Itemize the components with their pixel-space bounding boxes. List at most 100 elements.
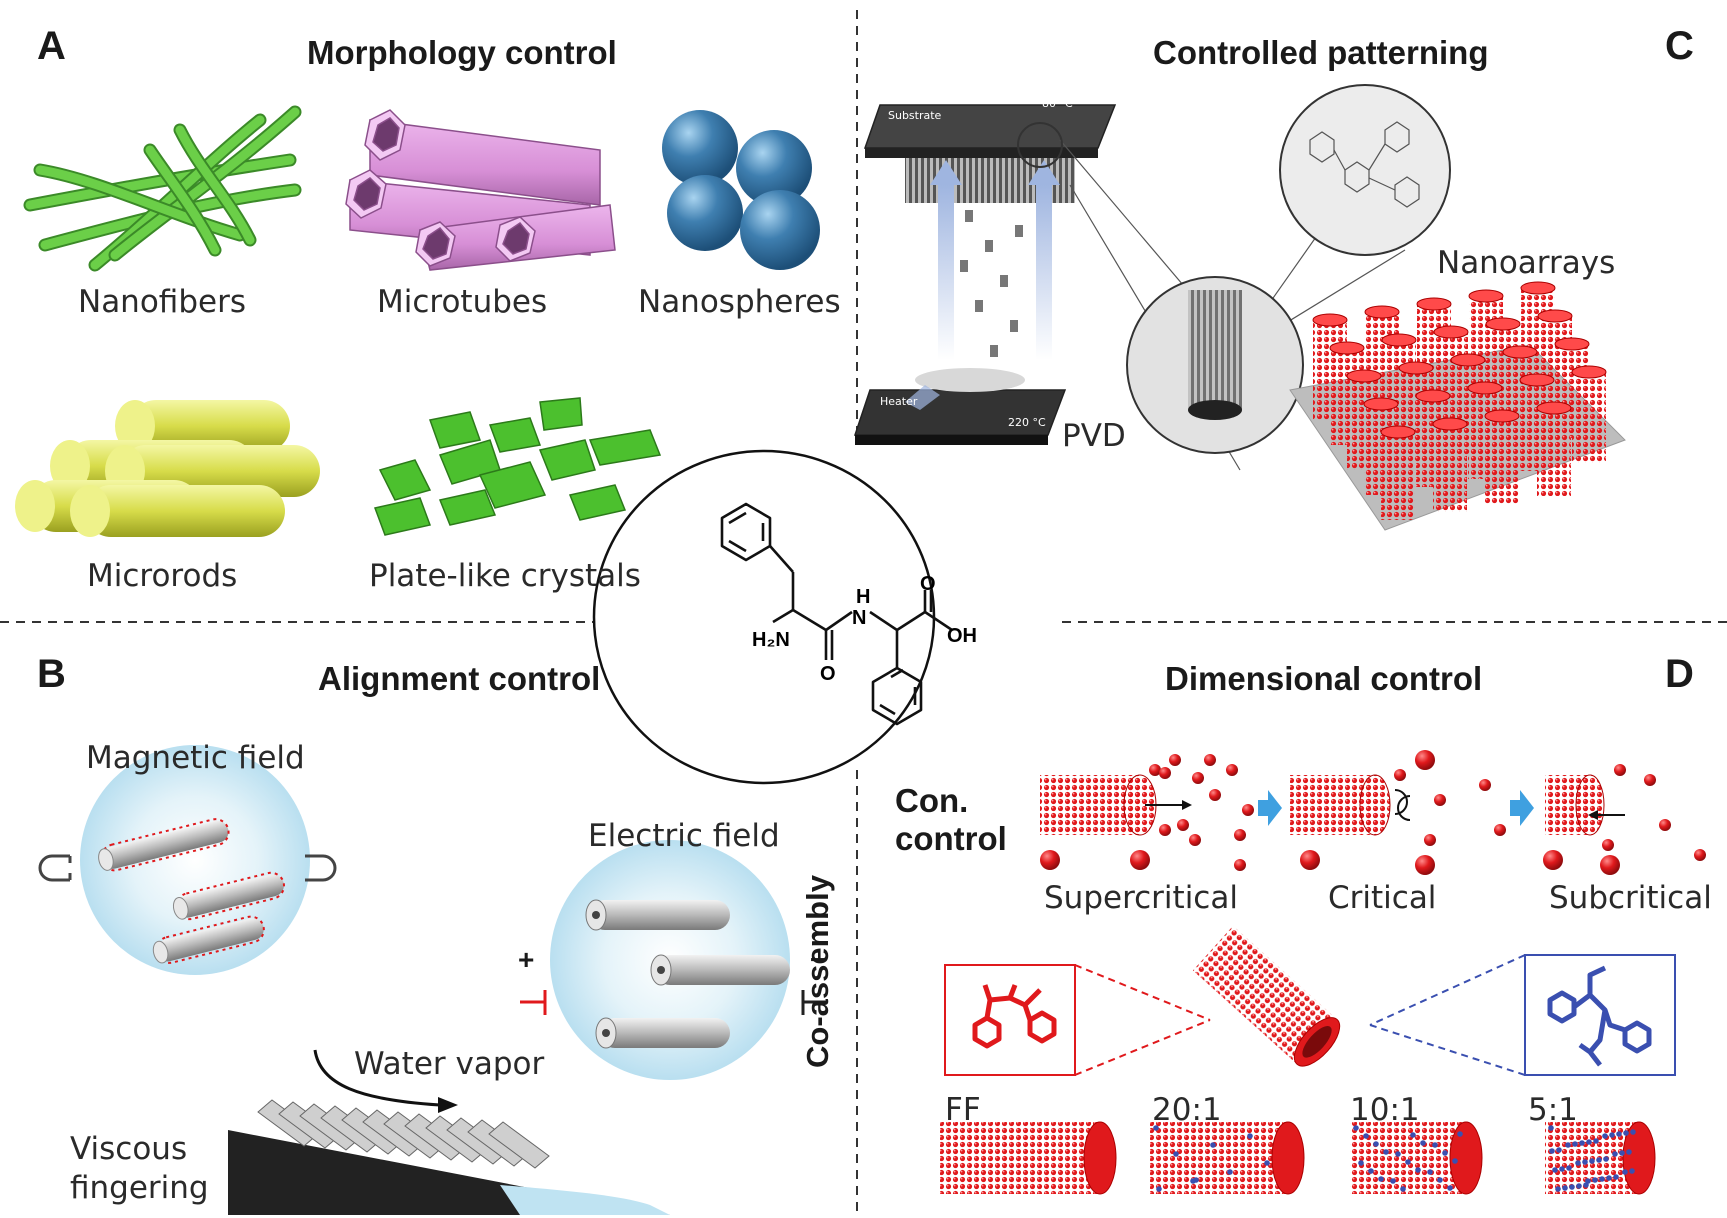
label-substrate-temp: 80 °C [1042,97,1073,110]
vapor-particles [960,210,1023,357]
blue-monomer [1596,1157,1602,1163]
zoom-circle-small [1017,122,1063,168]
blue-monomer [1593,1138,1599,1144]
blue-monomer [1437,1177,1443,1183]
nanoarray-cylinder-top [1554,337,1590,351]
blue-monomer [1368,1168,1374,1174]
label-con: Con. [895,782,969,819]
blue-monomer [1565,1142,1571,1148]
ratio-tubes [940,1121,1656,1195]
heading-dimensional-control: Dimensional control [1165,660,1483,697]
atom-n: N [852,607,866,629]
blue-monomer [1373,1141,1379,1147]
blue-monomer [1603,1156,1609,1162]
blue-monomer [1599,1176,1605,1182]
blue-monomer [1410,1132,1416,1138]
ratio-tube [1350,1121,1483,1195]
blue-monomer [1572,1141,1578,1147]
blue-monomer [1420,1140,1426,1146]
blue-monomer [1569,1184,1575,1190]
nanoarray-cylinder-body [1381,432,1415,520]
nanoarray-cylinder-body [1485,416,1519,504]
blue-monomer [1582,1159,1588,1165]
monomer-ball [1209,789,1221,801]
blue-monomer [1353,1125,1359,1131]
nanoarray-cylinder-body [1433,424,1467,512]
label-heater-temp: 220 °C [1008,416,1046,429]
negative-electrode [801,990,825,1015]
nanoarray-cylinder-top [1380,425,1416,439]
heading-alignment-control: Alignment control [318,660,601,697]
blue-monomer [1432,1142,1438,1148]
blue-monomer [1556,1147,1562,1153]
blue-monomer [1153,1125,1159,1131]
nanoarray-cylinder-top [1537,309,1573,323]
blue-monomer [1210,1142,1216,1148]
monomer-ball [1169,754,1181,766]
critical-cylinder [1290,774,1411,836]
viscous-fingering-illustration [228,1049,670,1215]
blue-monomer [1405,1159,1411,1165]
nanoarray-cylinder-top [1364,305,1400,319]
blue-monomer [1400,1186,1406,1192]
atom-oh: OH [947,625,977,647]
pvd-apparatus [853,104,1117,445]
nanoarray-cylinder-top [1432,417,1468,431]
boc-molecule-inset [1369,954,1676,1076]
label-microrods: Microrods [87,558,238,594]
monomer-ball [1394,769,1406,781]
blue-monomer [1173,1151,1179,1157]
label-ratio-ff: FF [945,1092,981,1128]
electric-rods [585,899,790,1049]
label-nanofibers: Nanofibers [78,284,246,320]
blue-monomer [1623,1130,1629,1136]
monomer-ball [1159,767,1171,779]
blue-monomer [1247,1133,1253,1139]
monomer-black-ball [1040,850,1060,870]
label-co-assembly: Co-assembly [800,875,835,1068]
blue-monomer [1609,1132,1615,1138]
label-control: control [895,820,1007,857]
nanoarray-cylinder-top [1520,281,1556,295]
heading-controlled-patterning: Controlled patterning [1153,34,1489,71]
nanoarray-cylinder-top [1571,365,1607,379]
nanoarray-cylinder-top [1363,397,1399,411]
negative-sign: − [810,944,827,975]
aligned-ridges [257,1099,550,1169]
plate-crystals-illustration [373,397,662,536]
nanoarray-cylinder-top [1484,409,1520,423]
label-pvd: PVD [1062,418,1126,454]
blue-monomer [1622,1169,1628,1175]
blue-monomer [1576,1183,1582,1189]
blue-monomer [1442,1150,1448,1156]
blue-monomer [1193,1177,1199,1183]
label-heater: Heater [880,395,918,408]
atom-o-acid: O [920,573,936,595]
label-ratio-10-1: 10:1 [1350,1092,1420,1128]
monomer-ball [1177,819,1189,831]
microrods-illustration [15,400,320,537]
monomer-black-ball [1415,750,1435,770]
magnetic-field-circle [80,745,310,975]
blue-monomer [1264,1160,1270,1166]
blue-monomer [1383,1149,1389,1155]
nanoarray-cylinder-top [1468,289,1504,303]
label-nanoarrays: Nanoarrays [1437,245,1616,281]
monomer-ball [1204,754,1216,766]
blue-monomer [1358,1160,1364,1166]
label-substrate: Substrate [888,109,942,122]
blue-monomer [1575,1160,1581,1166]
nanoarray-cylinder-top [1346,369,1382,383]
label-plate-like-crystals: Plate-like crystals [369,558,641,594]
ratio-tube [1150,1121,1305,1195]
monomer-black-ball [1130,850,1150,870]
nanoarray-cylinders [1312,281,1607,520]
blue-monomer [1156,1186,1162,1192]
vapor-arrow-left [938,185,954,360]
molecular-closeup [1309,121,1420,208]
monomer-ball [1479,779,1491,791]
ratio-tube [940,1121,1117,1195]
blue-monomer [1548,1125,1554,1131]
monomer-ball [1159,824,1171,836]
blue-monomer [1583,1182,1589,1188]
